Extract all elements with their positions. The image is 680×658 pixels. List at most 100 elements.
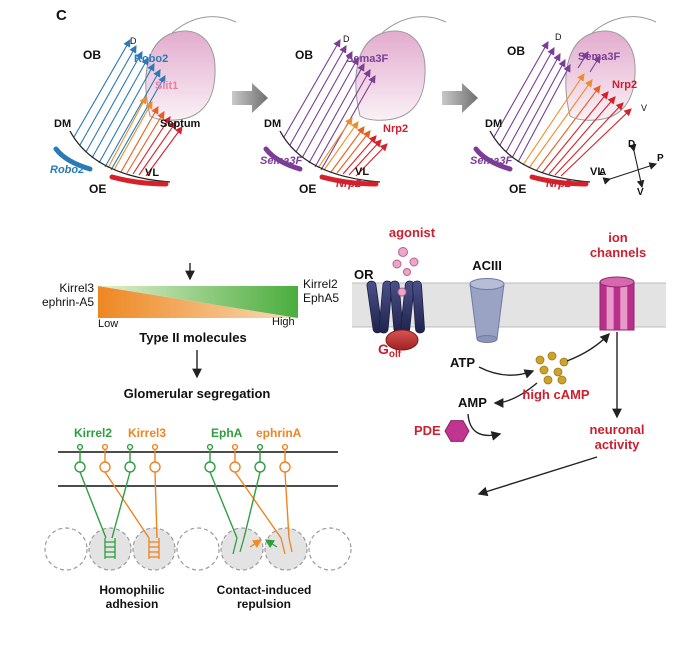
kirrel3-neuron [99,443,150,539]
adhesion-caption-line1: Homophilic [99,583,165,597]
oe-surface-arc [69,130,171,183]
transition-arrow-2 [442,83,478,113]
vl-label: VL [145,167,160,179]
dorsal-label: D [555,32,562,42]
nrp2-axon-fan [317,117,388,177]
panel-2-sema3f-nrp2 [263,16,447,187]
kirrel2-neuron-label: Kirrel2 [74,426,113,440]
nrp2-axon-fan [107,96,183,177]
neuronal-activity-label-line1: neuronal [589,422,645,437]
oe-label: OE [89,182,107,196]
brain-outline [171,16,237,34]
or-receptor-icon [366,280,425,334]
kirrel2-gradient-label: Kirrel2 [303,277,338,291]
kirrel2-gradient-triangle [98,286,298,318]
nrp2-domain-bar [529,174,589,187]
dorsal-label: D [343,34,350,44]
vl-label: VL [355,166,370,178]
epha5-gradient-label: EphA5 [303,291,340,305]
pde-cycle-arrow [467,413,502,441]
kirrel3-neuron [149,443,161,539]
repulsion-caption-line2: repulsion [236,597,292,611]
oe-label: OE [509,182,527,196]
ephrina-neuron [229,443,282,539]
nrp2-mid-label: Nrp2 [383,123,409,135]
type2-title: Type II molecules [139,330,247,345]
camp-to-channel-arrow [566,332,610,362]
sema3f-bulb-label: Sema3F [346,53,389,65]
panel-3-combined [473,16,658,189]
septum-label: Septum [160,118,201,130]
amp-label: AMP [458,395,487,410]
sema3f-domain-bar [263,146,303,172]
robo2-domain-bar [53,146,93,172]
ephrina-neuron-label: ephrinA [256,426,302,440]
camp-to-amp-arrow [493,382,538,408]
dm-label: DM [485,118,503,130]
ion-channels-label-line1: ion [608,230,628,245]
golf-label: Golf [378,341,402,360]
nrp2-bulb-label: Nrp2 [612,79,638,91]
compass-a-label: A [599,167,607,178]
panel-1-robo2-slit1 [53,16,237,187]
pde-label: PDE [414,423,441,438]
ob-label: OB [295,48,313,62]
dm-label: DM [264,118,282,130]
pde-enzyme-icon [444,420,470,442]
sema3f-oe-label: Sema3F [470,155,513,167]
compass-v-label: V [637,187,644,198]
robo2-oe-label: Robo2 [50,164,85,176]
robo2-axon-fan [73,39,166,171]
sema3f-domain-bar [473,146,513,172]
agonist-label: agonist [388,225,436,240]
repulsion-symbols-icon [232,537,293,555]
kirrel3-neuron-label: Kirrel3 [128,426,167,440]
osn-neurons [74,443,291,539]
glomerular-segregation-diagram [44,443,352,571]
panel-letter: C [56,7,67,24]
ob-label: OB [83,48,101,62]
type2-gradient-wedge [98,263,298,318]
repulsion-caption-line1: Contact-induced [216,583,312,597]
dorsal-label: D [130,36,137,46]
sema3f-axon-fan [493,41,601,163]
oe-label: OE [299,182,317,196]
compass-p-label: P [657,153,664,164]
vl-domain-bar [109,174,169,187]
agonist-molecules-icon [392,247,419,297]
kirrel3-gradient-label: Kirrel3 [59,281,94,295]
nrp2-oe-label: Nrp2 [546,178,572,190]
ob-label: OB [507,44,525,58]
brain-outline [591,16,657,34]
nrp2-domain-bar [319,174,379,187]
camp-molecules-icon [535,351,569,385]
dm-label: DM [54,118,72,130]
kirrel3-adhesion-ladder-icon [148,538,160,559]
high-camp-label: high cAMP [522,387,590,402]
or-signaling-pathway [352,247,666,497]
nrp2-oe-label: Nrp2 [336,178,362,190]
high-label: High [272,316,295,328]
low-label: Low [98,318,119,330]
output-arrow [477,456,598,497]
vl-label: VL [590,166,605,178]
epha-neuron [204,443,238,539]
atp-label: ATP [450,355,476,370]
atp-to-camp-arrow [478,366,535,379]
aciii-enzyme-icon [469,278,505,343]
kirrel2-neuron [111,443,136,539]
olfactory-bulb-shape [565,30,636,121]
compass-d-label: D [628,139,636,150]
kirrel2-neuron [74,443,107,539]
glomeruli-row [44,527,352,571]
nrp2-axon-fan [522,73,632,177]
ephrina-neuron [279,443,291,539]
epha-neuron [243,443,266,539]
slit1-label: Slit1 [155,80,179,92]
ventral-label: V [641,103,648,113]
axis-compass-icon [602,143,658,189]
robo2-bulb-label: Robo2 [134,53,169,65]
ephrina5-gradient-label: ephrin-A5 [41,295,94,309]
kirrel2-adhesion-ladder-icon [104,538,116,559]
